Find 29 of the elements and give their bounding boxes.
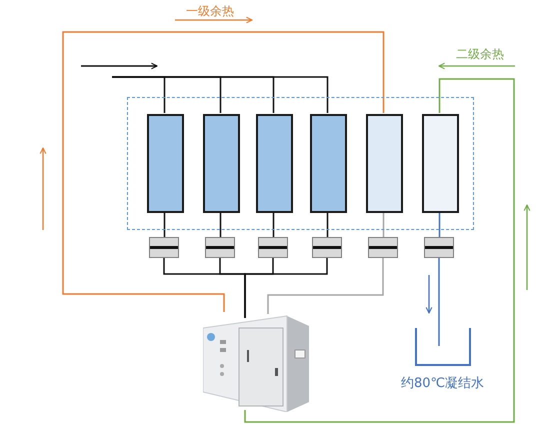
flow-label: 二级余热 xyxy=(456,47,504,61)
pipe-line xyxy=(267,258,384,314)
pipe-line xyxy=(382,212,384,237)
steam-trap xyxy=(149,237,179,258)
column-bar xyxy=(310,114,347,213)
tank-drawing xyxy=(414,328,472,368)
steam-trap xyxy=(312,237,342,258)
steam-trap xyxy=(258,237,288,258)
steam-trap xyxy=(205,237,235,258)
steam-trap xyxy=(368,237,398,258)
pipe-line xyxy=(438,212,440,237)
dashed-frame xyxy=(127,97,474,230)
column-bar xyxy=(422,114,459,213)
flow-label: 一级余热 xyxy=(186,4,234,18)
column-bar xyxy=(147,114,184,213)
pipe-line xyxy=(220,212,222,237)
pipe-line xyxy=(326,212,328,237)
pipe-line xyxy=(164,212,166,237)
steam-trap xyxy=(424,237,454,258)
condensate-label: 约80℃凝结水 xyxy=(401,377,484,391)
pipe-line xyxy=(62,31,384,312)
pipe-line xyxy=(272,212,274,237)
column-bar xyxy=(366,114,403,213)
pipe-line xyxy=(244,258,328,318)
pipe-line xyxy=(244,78,515,423)
column-bar xyxy=(203,114,240,213)
pipe-line xyxy=(438,258,440,346)
pipe-line xyxy=(112,76,328,113)
column-bar xyxy=(256,114,293,213)
